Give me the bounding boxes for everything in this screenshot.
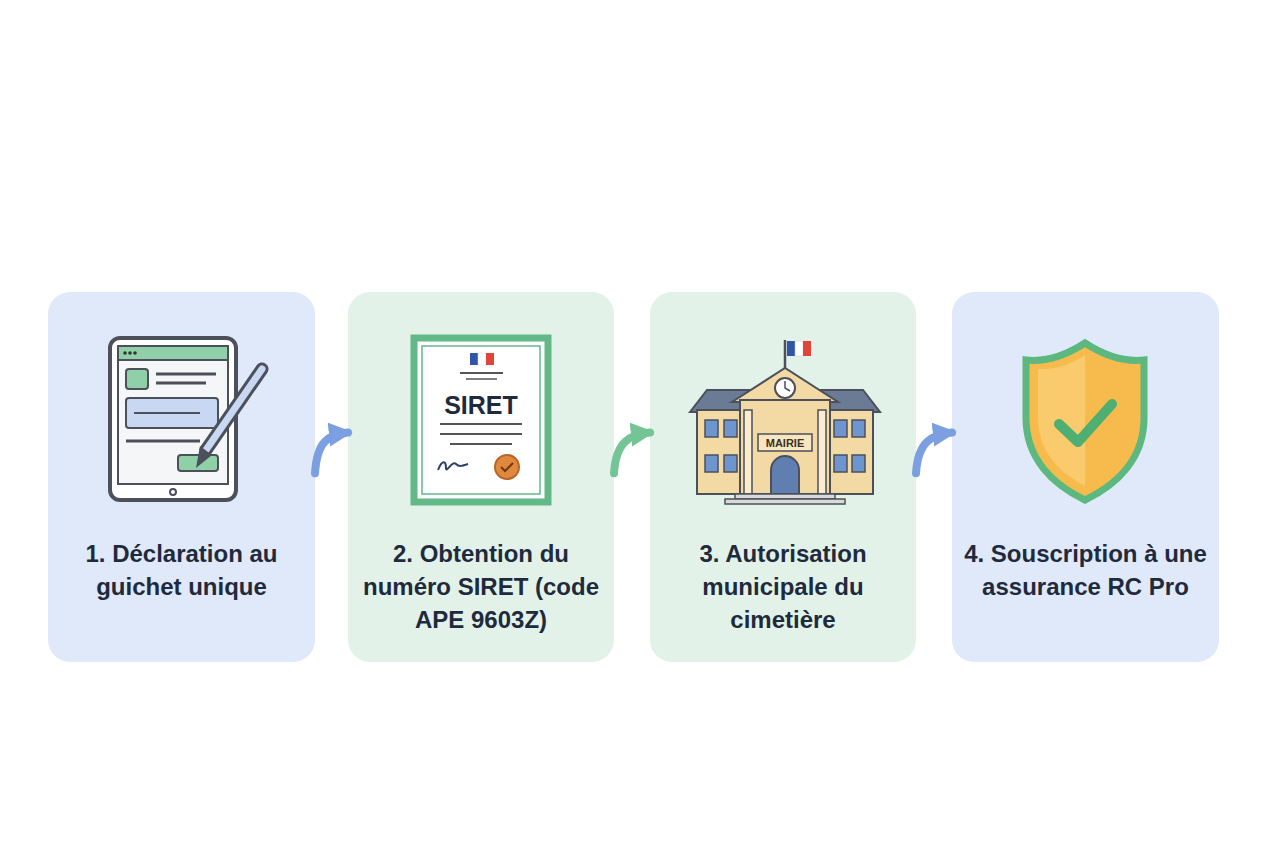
certificate-icon (414, 338, 548, 502)
step-label: 1. Déclaration au guichet unique (58, 537, 305, 603)
step-label: 4. Souscription à une assurance RC Pro (962, 537, 1209, 603)
icon-text: SIRET (444, 391, 518, 420)
flow-arrow (614, 433, 650, 474)
step-label: 3. Autorisation municipale du cimetière (660, 537, 906, 636)
flow-arrow (916, 433, 952, 474)
flow-arrow (315, 433, 348, 474)
icon-text: MAIRIE (766, 437, 805, 449)
step-label: 2. Obtention du numéro SIRET (code APE 9… (358, 537, 604, 636)
